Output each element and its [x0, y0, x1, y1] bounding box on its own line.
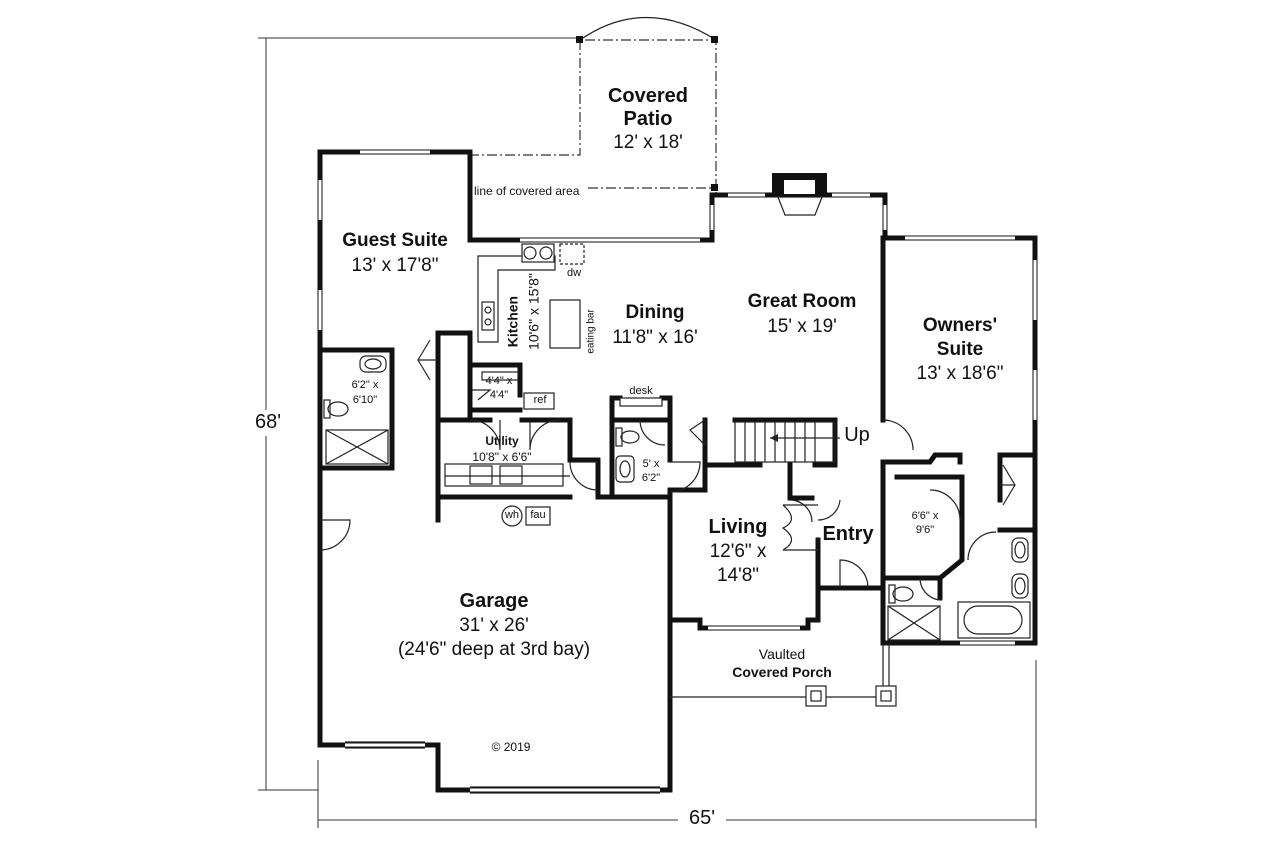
walk-in-closet-size-1: 6'6" x	[911, 510, 939, 522]
stairs	[734, 421, 840, 463]
porch-title: Covered Porch	[732, 664, 832, 680]
porch-vaulted: Vaulted	[758, 646, 806, 662]
covered-patio-size: 12' x 18'	[613, 132, 683, 153]
pantry-size-2: 4'4"	[489, 389, 509, 401]
fau-label: fau	[530, 509, 546, 521]
stair-up-label: Up	[844, 424, 870, 446]
dining-title: Dining	[625, 302, 685, 323]
garage-note: (24'6" deep at 3rd bay)	[397, 639, 591, 660]
powder-size-2: 6'2"	[641, 472, 661, 484]
overall-depth-label: 68'	[250, 410, 286, 436]
covered-patio-outline	[472, 17, 718, 195]
guest-bath-fixtures	[323, 355, 389, 465]
covered-patio-title-1: Covered	[607, 85, 689, 107]
garage-size: 31' x 26'	[459, 615, 529, 636]
utility-size: 10'8" x 6'6"	[472, 450, 532, 464]
mechanical	[501, 505, 551, 527]
pantry-size-1: 4'4" x	[485, 375, 513, 387]
garage-title: Garage	[459, 590, 529, 612]
covered-area-note: line of covered area	[474, 184, 580, 198]
living-size-1: 12'6" x	[709, 541, 767, 562]
dining-size: 11'8" x 16'	[612, 327, 698, 348]
owners-suite-title-2: Suite	[936, 339, 984, 360]
kitchen-size: 10'6" x 15'8"	[525, 273, 542, 350]
owners-bath-fixtures	[887, 537, 1031, 641]
powder-fixtures	[615, 427, 640, 483]
ref-label: ref	[533, 394, 547, 406]
owners-suite-size: 13' x 18'6"	[916, 363, 1004, 384]
great-room-title: Great Room	[747, 291, 857, 312]
guest-bath-size-2: 6'10"	[352, 394, 378, 406]
desk-label: desk	[629, 385, 653, 397]
copyright-text: © 2019	[491, 740, 531, 754]
covered-patio-title-2: Patio	[623, 108, 673, 130]
eating-bar-label: eating bar	[585, 309, 597, 354]
dw-label: dw	[566, 267, 582, 279]
living-title: Living	[708, 516, 768, 538]
guest-bath-size-1: 6'2" x	[351, 379, 379, 391]
powder-size-1: 5' x	[642, 458, 660, 470]
guest-suite-title: Guest Suite	[342, 230, 448, 251]
wh-label: wh	[504, 509, 520, 521]
utility-title: Utility	[485, 434, 519, 448]
entry-title: Entry	[822, 523, 874, 545]
interior-walls	[317, 235, 1038, 601]
fireplace	[772, 173, 827, 216]
doors	[319, 339, 1016, 601]
great-room-size: 15' x 19'	[767, 316, 837, 337]
guest-suite-size: 13' x 17'8"	[351, 255, 439, 276]
windows	[318, 150, 1037, 794]
owners-suite-title-1: Owners'	[922, 315, 998, 336]
desk	[619, 397, 663, 407]
kitchen-title: Kitchen	[504, 295, 521, 348]
kitchen-fixtures	[477, 243, 585, 410]
utility-fixtures	[444, 463, 570, 487]
porch	[670, 643, 897, 707]
walk-in-closet-size-2: 9'6"	[915, 524, 935, 536]
overall-width-label: 65'	[678, 807, 726, 830]
living-size-2: 14'8"	[716, 565, 760, 586]
